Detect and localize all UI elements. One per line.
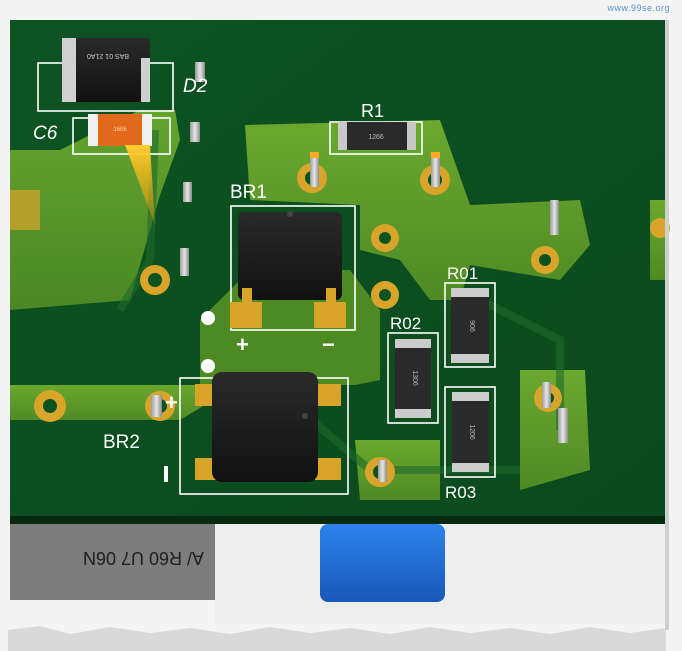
label-R01: R01 (447, 264, 478, 283)
br2-plus-marker: + (165, 390, 178, 415)
resistor-R03: 1206 (444, 386, 496, 478)
label-D2: D2 (183, 76, 208, 97)
torn-edge (8, 626, 666, 651)
capacitor-C6: 1606 (72, 114, 171, 225)
resistor-R02: 1306 (387, 332, 439, 424)
component-pins (151, 62, 568, 482)
blue-component (320, 524, 445, 602)
large-capacitor-body (10, 524, 215, 600)
watermark: www.99se.org (607, 3, 670, 13)
label-R03: R03 (445, 483, 476, 502)
label-R1: R1 (361, 101, 384, 121)
board-edge (10, 516, 665, 524)
br2-minus-marker (164, 466, 168, 482)
label-BR1: BR1 (230, 182, 267, 203)
bridge-rectifier-BR1 (230, 205, 356, 331)
br1-minus-marker: − (322, 332, 335, 357)
large-capacitor-marking: A/ R60 U7 06N (83, 548, 204, 568)
r01-marking: 906 (468, 320, 475, 332)
c6-marking: 1606 (113, 127, 127, 133)
r03-marking: 1206 (468, 424, 475, 440)
r02-marking: 1306 (411, 370, 418, 386)
br2-pin1-dot (201, 359, 215, 373)
resistor-R1: 1266 (329, 121, 423, 155)
bridge-rectifier-BR2 (179, 372, 349, 495)
br1-plus-marker: + (236, 332, 249, 357)
br1-pin1-dot (201, 311, 215, 325)
frame-shadow (665, 20, 669, 630)
diode-D2: BAS 01 21A0 (37, 38, 174, 112)
r1-marking: 1266 (368, 134, 384, 141)
lower-blank (10, 600, 215, 624)
label-R02: R02 (390, 314, 421, 333)
label-C6: C6 (33, 123, 58, 144)
resistor-R01: 906 (444, 282, 496, 368)
label-BR2: BR2 (103, 432, 140, 453)
d2-marking: BAS 01 21A0 (87, 52, 129, 59)
